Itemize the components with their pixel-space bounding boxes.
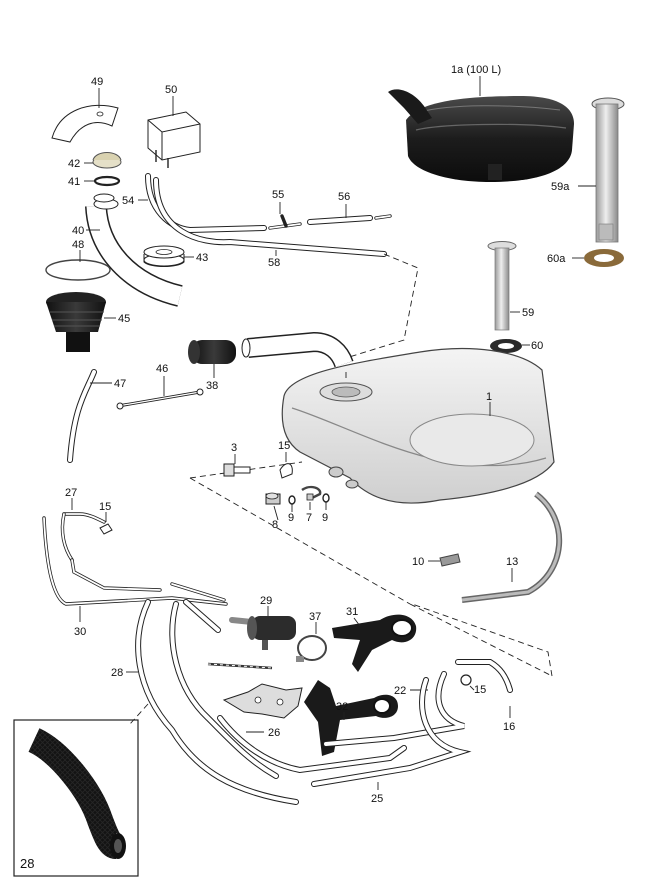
part-32-pump-bracket bbox=[304, 680, 398, 756]
inset-box-part-28 bbox=[13, 719, 139, 877]
part-59a-sender-tube bbox=[591, 97, 625, 243]
part-29-fuel-pump bbox=[229, 616, 296, 650]
part-31-pump-bracket bbox=[332, 614, 417, 672]
part-25-fuel-hose bbox=[311, 677, 472, 787]
label-37: 37 bbox=[309, 611, 321, 623]
part-46-mounting-strap bbox=[116, 388, 204, 410]
label-54: 54 bbox=[122, 195, 134, 207]
label-60a: 60a bbox=[547, 253, 566, 265]
label-3: 3 bbox=[231, 442, 237, 454]
label-15-left: 15 bbox=[99, 501, 111, 513]
label-26: 26 bbox=[268, 727, 280, 739]
label-22: 22 bbox=[394, 685, 406, 697]
label-32: 32 bbox=[336, 701, 348, 713]
part-55-tee-connector bbox=[268, 214, 302, 230]
label-42: 42 bbox=[68, 158, 80, 170]
part-1a-fuel-tank-100l bbox=[388, 89, 574, 182]
label-9-left: 9 bbox=[288, 512, 294, 524]
part-15-clip-left bbox=[99, 523, 113, 535]
label-41: 41 bbox=[68, 176, 80, 188]
label-9-right: 9 bbox=[322, 512, 328, 524]
part-9-washer-left bbox=[288, 495, 296, 505]
label-29: 29 bbox=[260, 595, 272, 607]
small-clip-strip bbox=[207, 662, 273, 670]
part-10-clip bbox=[439, 553, 461, 567]
part-15-clip-right bbox=[460, 674, 472, 686]
label-7: 7 bbox=[306, 512, 312, 524]
part-58-vent-line bbox=[153, 177, 387, 257]
part-38-filler-hose bbox=[188, 340, 236, 364]
part-41-cap-seal bbox=[93, 175, 121, 187]
label-28-main: 28 bbox=[111, 667, 123, 679]
label-30: 30 bbox=[74, 626, 86, 638]
part-56-vent-tube bbox=[307, 214, 392, 225]
label-28-inset: 28 bbox=[20, 856, 34, 871]
part-13-heat-shield bbox=[461, 491, 562, 603]
label-55: 55 bbox=[272, 189, 284, 201]
label-59a: 59a bbox=[551, 181, 570, 193]
part-48-clamp-ring bbox=[45, 259, 111, 281]
part-37-pump-clamp bbox=[296, 635, 327, 662]
label-40: 40 bbox=[72, 225, 84, 237]
label-60: 60 bbox=[531, 340, 543, 352]
part-labels: 49 50 1a (100 L) 42 41 54 55 56 59a 40 4… bbox=[20, 64, 570, 871]
part-49-cover-plate bbox=[51, 104, 119, 143]
label-46: 46 bbox=[156, 363, 168, 375]
label-58: 58 bbox=[268, 257, 280, 269]
part-59-fuel-sender bbox=[487, 241, 517, 331]
part-26-hose bbox=[217, 715, 407, 774]
label-16: 16 bbox=[503, 721, 515, 733]
label-49: 49 bbox=[91, 76, 103, 88]
part-9-washer-right bbox=[322, 493, 330, 503]
part-28-fuel-hose bbox=[135, 599, 299, 805]
part-45-rubber-boot bbox=[46, 292, 106, 352]
part-43-grommet bbox=[143, 245, 185, 267]
part-3-bolt bbox=[223, 463, 251, 477]
part-47-hose bbox=[67, 369, 97, 463]
label-27: 27 bbox=[65, 487, 77, 499]
part-1-fuel-tank bbox=[281, 348, 555, 504]
part-8-drain-plug bbox=[265, 492, 281, 505]
label-56: 56 bbox=[338, 191, 350, 203]
label-13: 13 bbox=[506, 556, 518, 568]
filler-pipe bbox=[241, 331, 354, 368]
part-16-hose bbox=[455, 659, 513, 693]
part-54-breather-hose bbox=[145, 173, 267, 234]
label-8: 8 bbox=[272, 519, 278, 531]
label-48: 48 bbox=[72, 239, 84, 251]
label-31: 31 bbox=[346, 606, 358, 618]
label-25: 25 bbox=[371, 793, 383, 805]
label-43: 43 bbox=[196, 252, 208, 264]
label-38: 38 bbox=[206, 380, 218, 392]
part-30-rigid-fuel-line bbox=[42, 516, 228, 606]
part-27-fuel-line bbox=[60, 512, 106, 562]
label-45: 45 bbox=[118, 313, 130, 325]
part-60-sender-gasket bbox=[490, 339, 522, 353]
label-50: 50 bbox=[165, 84, 177, 96]
label-10: 10 bbox=[412, 556, 424, 568]
part-50-relay-box bbox=[147, 111, 201, 168]
label-47: 47 bbox=[114, 378, 126, 390]
part-7-drain-fitting bbox=[301, 485, 322, 501]
part-22-fuel-hose bbox=[323, 671, 465, 747]
part-26-bracket-plate bbox=[222, 683, 303, 719]
label-1a: 1a (100 L) bbox=[451, 64, 501, 76]
label-15-upper: 15 bbox=[278, 440, 290, 452]
label-1: 1 bbox=[486, 391, 492, 403]
label-15-right: 15 bbox=[474, 684, 486, 696]
part-40-filler-neck bbox=[85, 193, 183, 307]
part-42-fuel-cap bbox=[92, 152, 122, 169]
label-59: 59 bbox=[522, 307, 534, 319]
part-15-hose-clip bbox=[279, 463, 293, 479]
part-60a-gasket bbox=[584, 249, 624, 267]
